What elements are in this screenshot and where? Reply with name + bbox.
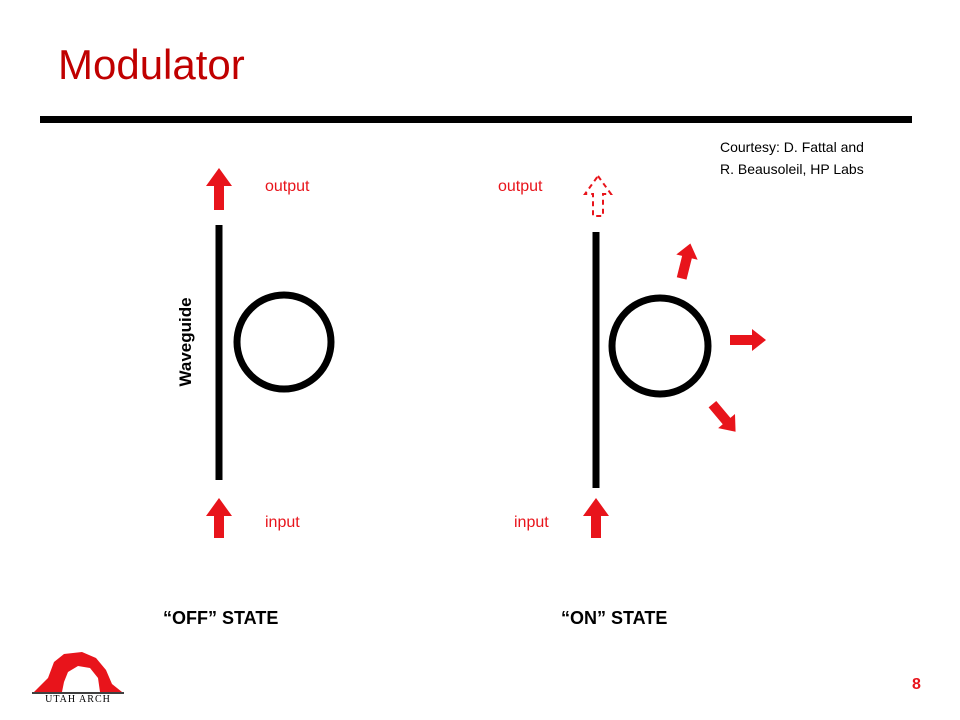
on-state-label: “ON” STATE	[561, 608, 668, 628]
on-input-arrow-icon	[583, 498, 609, 538]
off-output-label: output	[265, 178, 310, 195]
scatter-arrow-down-right-icon	[708, 400, 736, 432]
on-state-diagram	[583, 174, 766, 538]
courtesy-note: Courtesy: D. Fattal and R. Beausoleil, H…	[720, 136, 864, 180]
scatter-arrow-up-icon	[676, 243, 698, 280]
courtesy-line-1: Courtesy: D. Fattal and	[720, 139, 864, 155]
off-input-arrow-icon	[206, 498, 232, 538]
on-input-label: input	[514, 514, 549, 531]
page-number: 8	[912, 676, 921, 693]
off-output-arrow-icon	[206, 168, 232, 210]
off-input-label: input	[265, 514, 300, 531]
courtesy-line-2: R. Beausoleil, HP Labs	[720, 161, 864, 177]
utah-arch-logo	[32, 652, 124, 694]
scatter-arrow-right-icon	[730, 329, 766, 351]
on-output-dashed-arrow-icon	[583, 174, 613, 217]
on-ring-resonator	[608, 294, 712, 398]
off-state-diagram	[206, 168, 335, 538]
logo-text: UTAH ARCH	[45, 694, 111, 705]
waveguide-label: Waveguide	[176, 297, 195, 387]
off-ring-resonator	[233, 291, 335, 393]
off-state-label: “OFF” STATE	[163, 608, 279, 628]
on-output-label: output	[498, 178, 543, 195]
title-rule	[40, 116, 912, 123]
slide-title: Modulator	[58, 41, 245, 88]
